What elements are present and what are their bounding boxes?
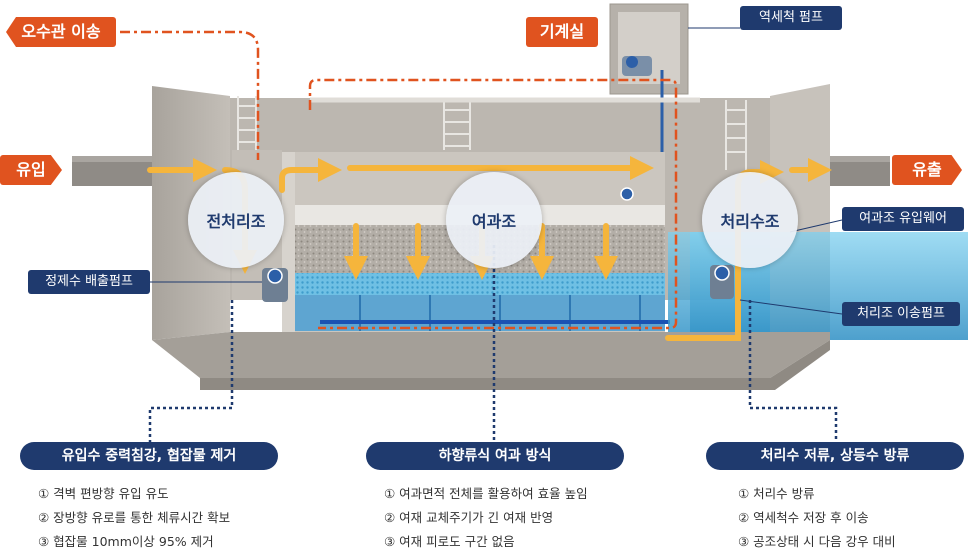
filter-inlet-weir-label: 여과조 유입웨어	[842, 207, 964, 231]
sewer-transfer-tag: 오수관 이송	[6, 17, 116, 47]
list-item: ③ 협잡물 10mm이상 95% 제거	[38, 534, 214, 549]
pretreatment-tank-label: 전처리조	[188, 172, 284, 268]
list-item: ① 처리수 방류	[738, 486, 815, 501]
connector-pretreatment	[148, 300, 234, 442]
flow-arrow-to-filter	[279, 158, 342, 193]
backwash-pump-label: 역세척 펌프	[740, 6, 842, 30]
list-item: ③ 공조상태 시 다음 강우 대비	[738, 534, 896, 549]
ladder-center	[443, 100, 471, 150]
list-item: ① 격벽 편방향 유입 유도	[38, 486, 169, 501]
list-item: ① 여과면적 전체를 활용하여 효율 높임	[384, 486, 588, 501]
section-filtration-bullets: ① 여과면적 전체를 활용하여 효율 높임 ② 여재 교체주기가 긴 여재 반영…	[384, 482, 588, 554]
section-treated-title: 처리수 저류, 상등수 방류	[706, 442, 964, 470]
ladder-right	[725, 100, 747, 170]
sewer-transfer-line	[120, 30, 260, 160]
transfer-pump-unit	[710, 265, 734, 299]
treated-water-pump-unit	[262, 268, 288, 302]
connector-treated	[748, 300, 838, 442]
outflow-tag: 유출	[892, 155, 962, 185]
ladder-left	[237, 96, 257, 150]
backwash-loop-line	[308, 78, 678, 330]
list-item: ② 여재 교체주기가 긴 여재 반영	[384, 510, 554, 525]
section-filtration-title: 하향류식 여과 방식	[366, 442, 624, 470]
section-treated-bullets: ① 처리수 방류 ② 역세척수 저장 후 이송 ③ 공조상태 시 다음 강우 대…	[738, 482, 896, 554]
list-item: ③ 여재 피로도 구간 없음	[384, 534, 515, 549]
treated-water-pump-label: 정제수 배출펌프	[28, 270, 150, 294]
base-slab	[152, 332, 830, 378]
section-pretreatment-bullets: ① 격벽 편방향 유입 유도 ② 장방향 유로를 통한 체류시간 확보 ③ 협잡…	[38, 482, 230, 554]
filtration-tank-label: 여과조	[446, 172, 542, 268]
inflow-tag: 유입	[0, 155, 62, 185]
treated-storage-tank-label: 처리수조	[702, 172, 798, 268]
machine-room-tag: 기계실	[526, 17, 598, 47]
filter-media-layer	[295, 273, 665, 295]
treated-transfer-pump-label: 처리조 이송펌프	[842, 302, 960, 326]
section-pretreatment-title: 유입수 중력침강, 협잡물 제거	[20, 442, 278, 470]
list-item: ② 역세척수 저장 후 이송	[738, 510, 869, 525]
list-item: ② 장방향 유로를 통한 체류시간 확보	[38, 510, 231, 525]
underdrain	[295, 295, 665, 331]
